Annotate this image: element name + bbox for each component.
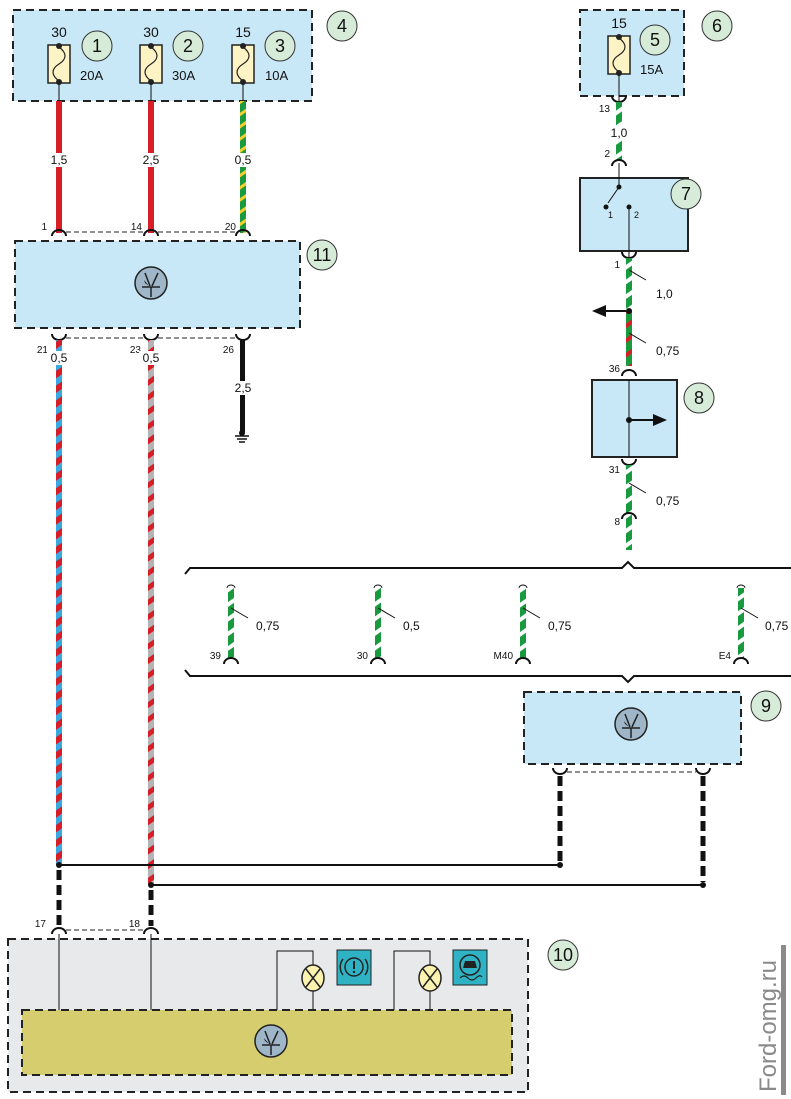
module-8	[591, 379, 678, 458]
ref-2: 2	[183, 36, 193, 56]
pin-label: 36	[609, 364, 621, 375]
wire-size: 0,75	[656, 494, 680, 508]
module-11	[14, 240, 301, 329]
wire-size: 0,5	[235, 153, 252, 167]
wires-top: 1,5 2,5 0,5 1 14 20	[41, 83, 255, 237]
warning-lamp-icon	[418, 964, 442, 992]
pin-label: M40	[494, 651, 514, 662]
watermark: Ford-omg.ru	[755, 945, 786, 1095]
fuse-5-rating: 15A	[640, 62, 663, 77]
wire-size: 0,75	[765, 619, 789, 633]
wire-size: 0,5	[143, 351, 160, 365]
pin-label: 30	[357, 651, 369, 662]
branch-39: 0,75 39	[210, 584, 280, 665]
transistor-icon	[614, 707, 648, 741]
ground-icon	[235, 430, 249, 443]
fuse-2-rating: 30A	[172, 68, 195, 83]
fuse-1: 30 1 20A	[47, 24, 113, 86]
fuse-2: 30 2 30A	[139, 24, 204, 86]
fuse-3: 15 3 10A	[231, 24, 296, 86]
wire-7-8: 1 1,0 0,75 36	[592, 251, 680, 377]
fuse-5-terminal: 15	[611, 15, 627, 31]
fuse-box-6: 15 5 15A	[579, 9, 685, 97]
fuse-icon	[47, 42, 71, 86]
branch-E4: 0,75 E4	[719, 584, 789, 665]
pin-label: 8	[614, 517, 620, 528]
ref-4: 4	[337, 16, 347, 36]
wire-6-7: 13 1,0 2	[599, 95, 631, 167]
ref-10: 10	[553, 945, 573, 965]
pin-label: 31	[609, 465, 621, 476]
ref-8: 8	[694, 388, 704, 408]
instrument-cluster-10: 17 18	[7, 919, 529, 1093]
fuse-icon	[607, 33, 631, 77]
fuse-3-rating: 10A	[265, 68, 288, 83]
warning-lamp-icon	[301, 964, 325, 992]
pin-label: 20	[225, 222, 237, 233]
wire-size: 2,5	[143, 153, 160, 167]
wire-size: 1,5	[51, 153, 68, 167]
arrow-right-icon	[653, 414, 667, 426]
fuse-icon	[231, 42, 255, 86]
wire-size: 0,75	[256, 619, 280, 633]
pin-label: 13	[599, 104, 611, 115]
switch-7: 1 2	[579, 163, 689, 258]
wire-size: 0,75	[656, 344, 680, 358]
wire-size: 1,0	[656, 287, 673, 301]
pin-label: E4	[719, 651, 732, 662]
pin-label: 26	[223, 345, 235, 356]
wire-8-out: 31 0,75 8	[609, 458, 680, 550]
watermark-text: Ford-omg.ru	[755, 960, 782, 1092]
fuse-3-terminal: 15	[235, 24, 251, 40]
ref-9: 9	[761, 696, 771, 716]
ref-11: 11	[313, 245, 332, 265]
pin-label: 18	[129, 919, 141, 930]
module-9	[523, 691, 742, 775]
branch-bracket	[184, 560, 791, 684]
pin-label: 2	[604, 149, 610, 160]
module-11-outputs: 21 23 26 0,5 0,5 2,5	[37, 333, 255, 885]
ref-6: 6	[712, 16, 722, 36]
pin-label: 17	[35, 919, 47, 930]
branch-30: 0,5 30	[357, 584, 420, 665]
wire-size: 0,75	[548, 619, 572, 633]
ref-5: 5	[650, 30, 660, 50]
pin-label: 1	[614, 260, 620, 271]
brake-warning-icon	[336, 949, 372, 986]
arrow-left-icon	[592, 305, 606, 317]
contact-label: 2	[634, 210, 639, 220]
ref-1: 1	[92, 36, 102, 56]
pin-label: 39	[210, 651, 222, 662]
fuse-2-terminal: 30	[143, 24, 159, 40]
wire-size: 2,5	[235, 381, 252, 395]
fuse-1-rating: 20A	[80, 68, 103, 83]
branch-M40: 0,75 M40	[494, 584, 572, 665]
ref-7: 7	[681, 184, 691, 204]
pin-label: 1	[41, 222, 47, 233]
bus-lines	[56, 776, 706, 926]
traction-control-icon	[452, 949, 488, 986]
ref-3: 3	[275, 36, 285, 56]
pin-label: 23	[130, 345, 142, 356]
contact-label: 1	[608, 210, 613, 220]
transistor-icon	[254, 1024, 288, 1058]
fuse-box-4: 30 1 20A 30 2 30A 15 3 10A	[12, 9, 313, 102]
wire-size: 0,5	[51, 351, 68, 365]
pin-label: 14	[131, 222, 143, 233]
wire-size: 0,5	[403, 619, 420, 633]
wire-size: 1,0	[611, 126, 628, 140]
transistor-icon	[134, 266, 168, 300]
wire-blue-red	[56, 340, 62, 865]
wire-gray-red	[148, 340, 154, 885]
fuse-1-terminal: 30	[51, 24, 67, 40]
fuse-icon	[139, 42, 163, 86]
pin-label: 21	[37, 345, 49, 356]
